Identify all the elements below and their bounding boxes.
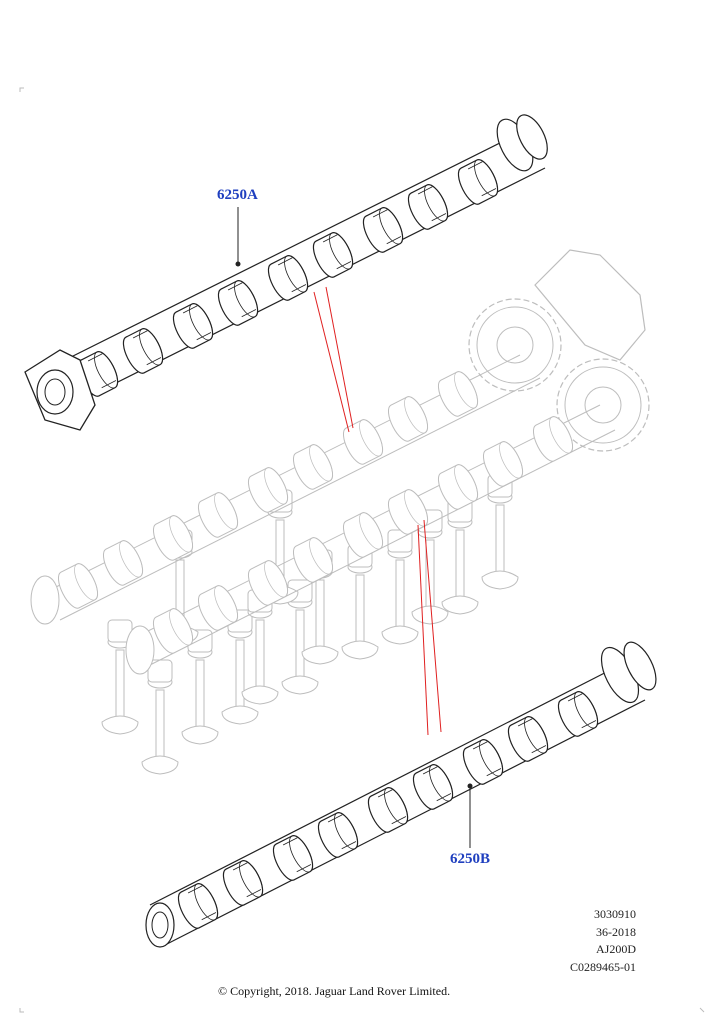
- leader-dot-6250b: [467, 783, 473, 789]
- callout-6250b[interactable]: 6250B: [450, 851, 491, 867]
- camshaft-upper-flange: [24, 349, 96, 431]
- ghost-camshaft-lower: [125, 404, 616, 675]
- copyright-notice: © Copyright, 2018. Jaguar Land Rover Lim…: [218, 984, 451, 998]
- alignment-lines-upper: [313, 286, 354, 433]
- ghost-camshaft-upper: [30, 354, 541, 625]
- camshaft-lower: [145, 641, 657, 948]
- leader-dot-6250a: [235, 261, 241, 267]
- reference-line-1: 3030910: [594, 907, 636, 921]
- ghost-phaser-housing: [534, 249, 646, 361]
- reference-line-2: 36-2018: [596, 924, 636, 939]
- reference-line-4: C0289465-01: [570, 959, 636, 974]
- corner-mark: [19, 1008, 24, 1013]
- camshaft-lower-nose: [600, 641, 657, 704]
- corner-mark: [699, 1007, 705, 1013]
- callout-6250a[interactable]: 6250A: [217, 187, 258, 203]
- camshaft-lower-end: [145, 902, 175, 948]
- camshaft-upper-nose: [496, 114, 548, 172]
- corner-mark: [19, 87, 24, 92]
- ghost-valvetrain-assembly: [30, 249, 650, 775]
- reference-line-3: AJ200D: [595, 942, 636, 956]
- alignment-lines-lower: [417, 519, 442, 736]
- ghost-sprocket-lower: [556, 358, 650, 452]
- ghost-sprocket-upper: [468, 298, 562, 392]
- camshaft-upper: [24, 114, 548, 431]
- reference-block: 3030910 36-2018 AJ200D C0289465-01: [570, 906, 636, 976]
